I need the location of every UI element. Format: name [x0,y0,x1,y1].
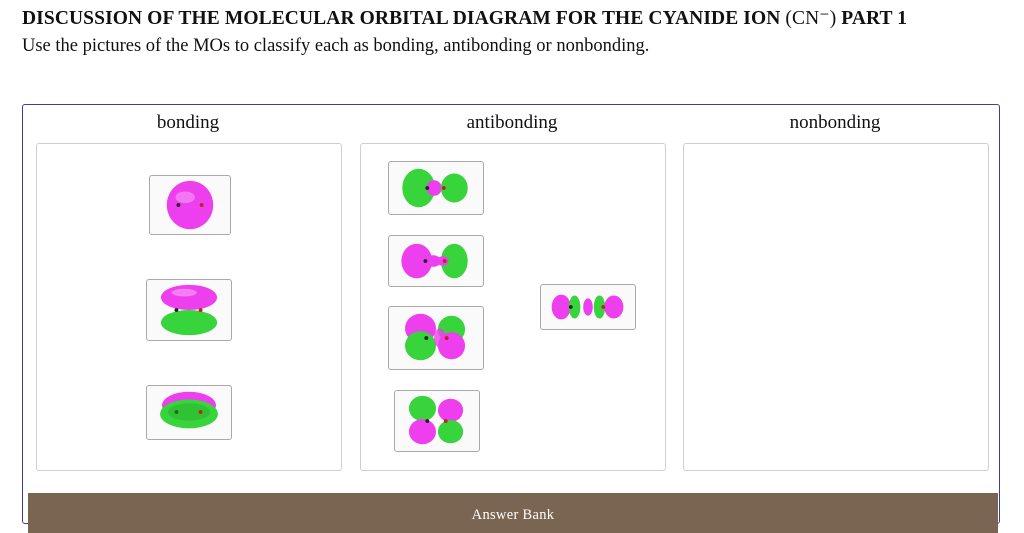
mo-sigma-antibonding-1-image [402,168,468,208]
mo-card-sigma-bonding[interactable] [149,175,231,235]
mo-card-sigma-antibonding-1[interactable] [388,161,484,215]
mo-card-sigma-antibonding-2[interactable] [388,235,484,287]
mo-pi-antibonding-2-image [408,395,464,445]
category-label-nonbonding: nonbonding [789,112,881,133]
instructions: Use the pictures of the MOs to classify … [22,36,650,56]
mo-sigma-antibonding-3-image [551,294,624,320]
mo-pi-bonding-2-image [160,391,218,429]
category-label-antibonding: antibonding [466,112,558,133]
mo-card-sigma-antibonding-3[interactable] [540,284,636,330]
title-main: DISCUSSION OF THE MOLECULAR ORBITAL DIAG… [22,8,786,29]
mo-pi-bonding-1-image [160,284,218,336]
title-ion: (CN⁻) [785,8,837,29]
drop-zone-antibonding[interactable] [360,143,666,471]
drop-zone-nonbonding[interactable] [683,143,989,471]
drop-zone-bonding[interactable] [36,143,342,471]
mo-card-pi-antibonding-2[interactable] [394,390,480,452]
answer-bank: Answer Bank [28,493,998,533]
title-part: PART 1 [836,8,908,29]
mo-card-pi-bonding-2[interactable] [146,385,232,440]
mo-sigma-antibonding-2-image [401,243,468,279]
mo-pi-antibonding-1-image [405,313,466,361]
mo-card-pi-bonding-1[interactable] [146,279,232,341]
page-title: DISCUSSION OF THE MOLECULAR ORBITAL DIAG… [22,6,907,30]
category-label-bonding: bonding [156,112,220,133]
answer-bank-label: Answer Bank [471,507,555,523]
mo-card-pi-antibonding-1[interactable] [388,306,484,370]
mo-sigma-bonding-image [166,180,214,230]
